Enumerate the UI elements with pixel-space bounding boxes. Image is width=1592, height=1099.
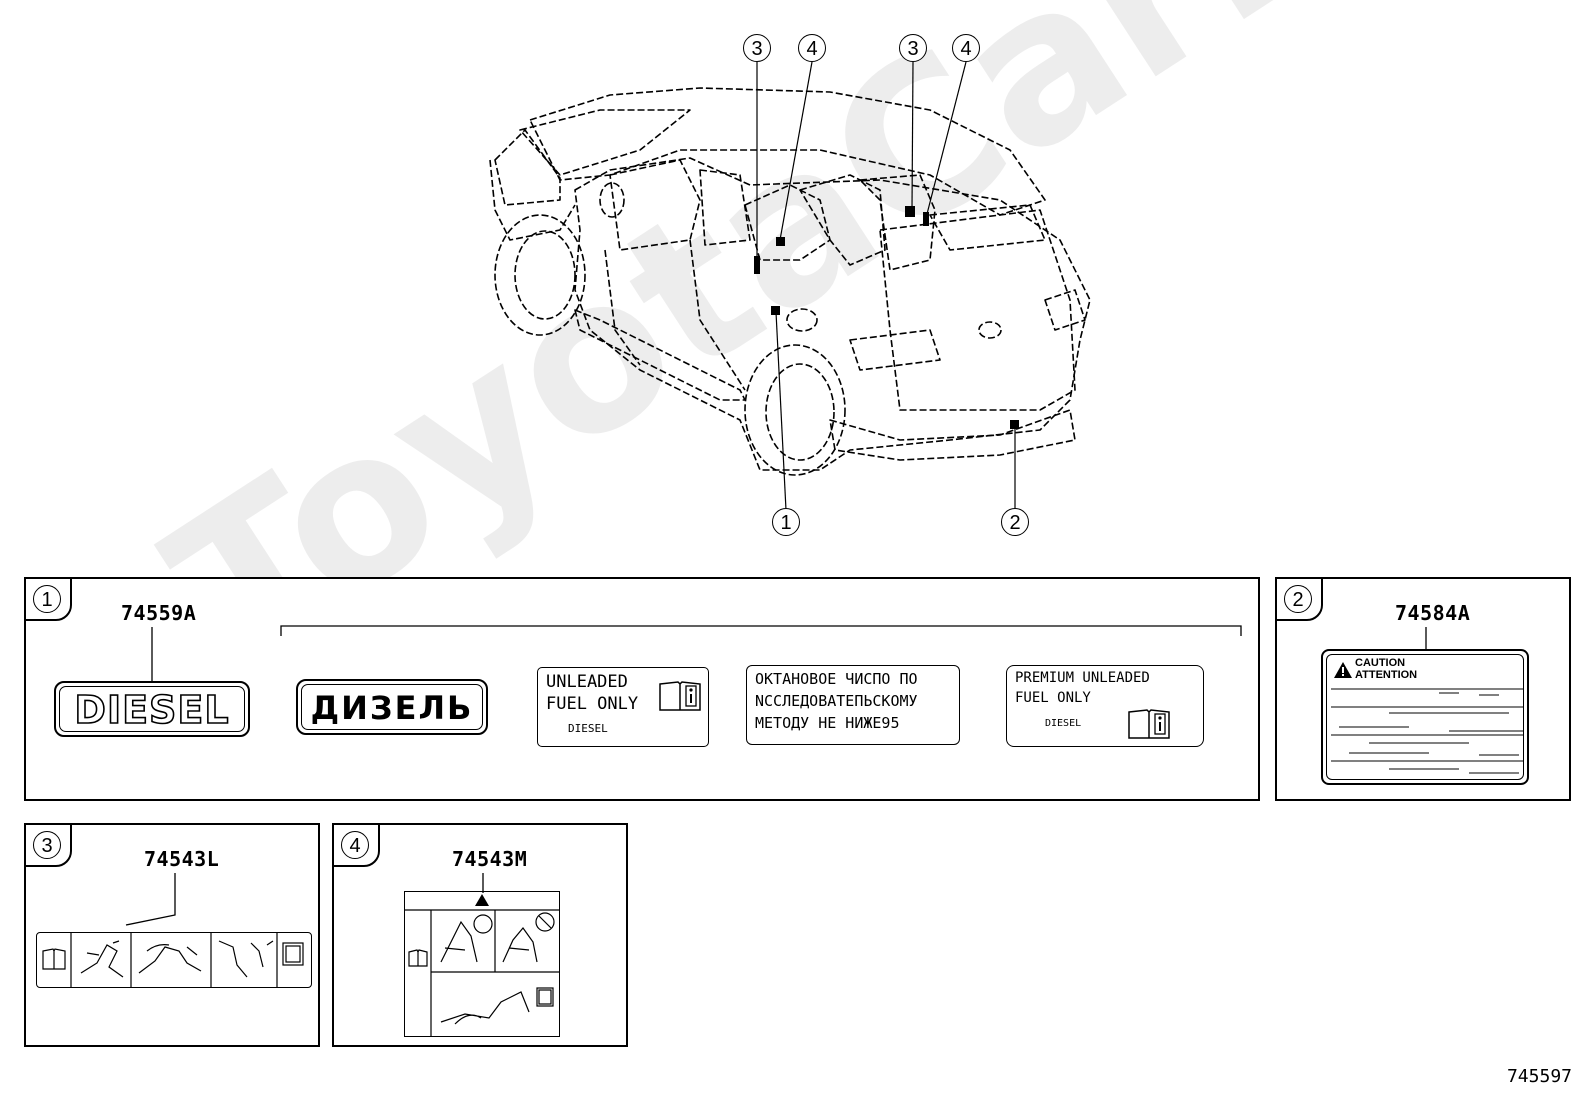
part-leaders [151, 625, 1242, 681]
part-number: 74559A [121, 601, 197, 625]
diagram-id: 745597 [1506, 1066, 1572, 1087]
callout-3-left: 3 [743, 34, 771, 62]
panel-tab: 1 [24, 577, 72, 621]
part-number: 74543M [452, 847, 528, 871]
octane-line1: ОКТАНОВОЕ ЧИСПО ПО [755, 670, 918, 688]
decal-diesel-ru: ДИЗЕЛЬ [296, 679, 488, 735]
premium-line1: PREMIUM UNLEADED [1015, 670, 1150, 686]
book-info-icon [659, 681, 701, 711]
attention-text: ATTENTION [1355, 669, 1418, 681]
panel-tab: 2 [1275, 577, 1323, 621]
panel-tab: 4 [332, 823, 380, 867]
premium-stamp: DIESEL [1045, 718, 1082, 729]
caution-text: CAUTION [1355, 657, 1406, 669]
callout-1: 1 [772, 508, 800, 536]
unleaded-line2: FUEL ONLY [546, 694, 639, 714]
panel-callout: 1 [33, 585, 61, 613]
unleaded-stamp: DIESEL [568, 722, 608, 735]
callout-4-right: 4 [952, 34, 980, 62]
decal-diesel: DIESEL [54, 681, 250, 737]
part-number: 74584A [1395, 601, 1471, 625]
octane-line3: МЕТОДУ НЕ НИЖЕ95 [755, 714, 900, 732]
warning-icon [1334, 662, 1352, 678]
decal-premium-unleaded: PREMIUM UNLEADED FUEL ONLY DIESEL [1006, 665, 1204, 747]
panel-fuel-labels: 1 74559A DIESEL ДИЗЕЛЬ UNLEADED FUEL ONL… [24, 577, 1260, 801]
caution-text-lines [1331, 688, 1523, 774]
premium-line2: FUEL ONLY [1015, 690, 1091, 706]
decal-seat-warning [404, 891, 560, 1037]
decal-octane-ru: ОКТАНОВОЕ ЧИСПО ПО NССЛЕДОВАТЕПЬСКОМУ МЕ… [746, 665, 960, 745]
book-info-icon [1128, 709, 1170, 739]
panel-seat-label-right: 4 74543M [332, 823, 628, 1047]
panel-callout: 2 [1284, 585, 1312, 613]
callout-4-left: 4 [798, 34, 826, 62]
panel-tab: 3 [24, 823, 72, 867]
part-leader [482, 873, 484, 893]
panel-seat-label-left: 3 74543L [24, 823, 320, 1047]
callout-2: 2 [1001, 508, 1029, 536]
vehicle-illustration [489, 61, 1091, 511]
decal-unleaded: UNLEADED FUEL ONLY DIESEL [537, 667, 709, 747]
decal-seat-instructions [36, 932, 312, 988]
seat-instruction-graphic [42, 933, 304, 987]
decal-diesel-text: DIESEL [74, 687, 230, 733]
part-leader [1425, 627, 1427, 649]
part-leader [125, 873, 176, 926]
decal-caution: CAUTION ATTENTION [1321, 649, 1529, 785]
panel-callout: 4 [341, 831, 369, 859]
callout-3-right: 3 [899, 34, 927, 62]
decal-diesel-ru-text: ДИЗЕЛЬ [310, 689, 474, 727]
seat-warning-graphic [405, 894, 559, 1036]
panel-callout: 3 [33, 831, 61, 859]
panel-caution-label: 2 74584A CAUTION ATTENTION [1275, 577, 1571, 801]
part-number: 74543L [144, 847, 220, 871]
octane-line2: NССЛЕДОВАТЕПЬСКОМУ [755, 692, 918, 710]
unleaded-line1: UNLEADED [546, 672, 628, 692]
